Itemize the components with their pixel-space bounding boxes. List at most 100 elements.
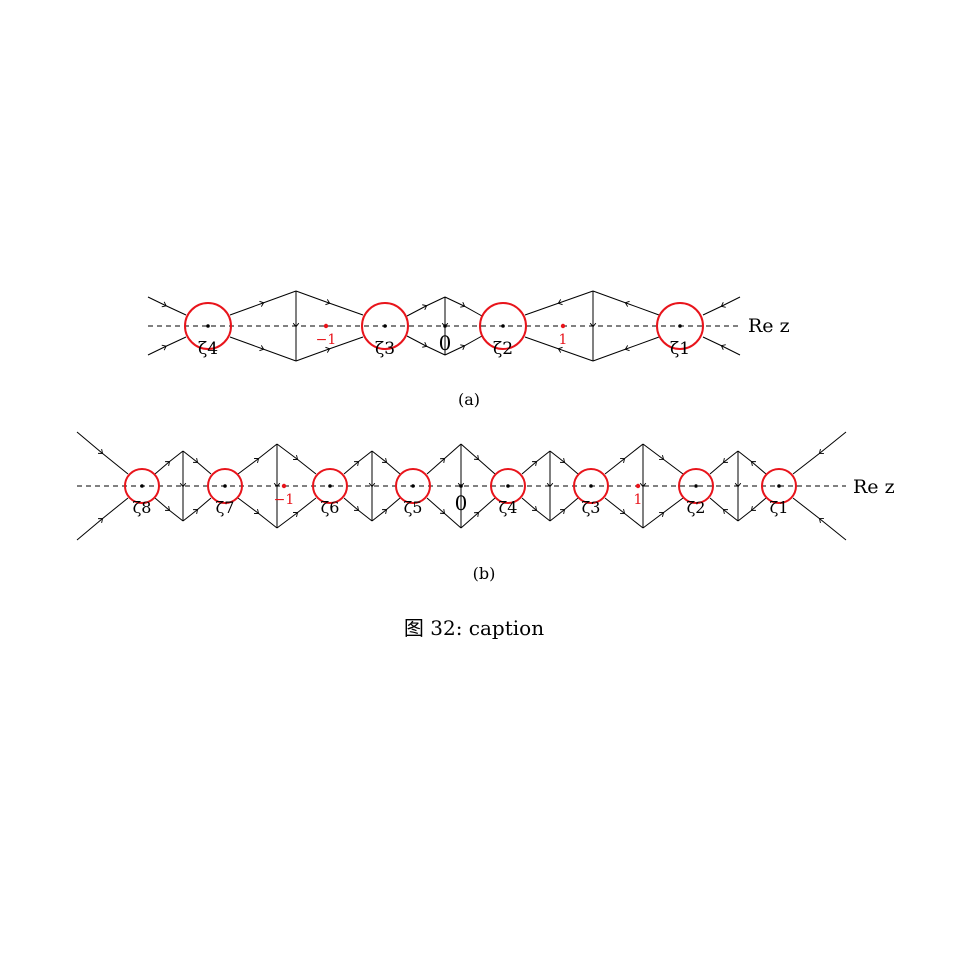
label-zeta6-b: ζ6: [321, 498, 340, 517]
seg-a-6d: [592, 336, 660, 362]
seg-a-6u: [592, 290, 660, 316]
point-zeta5-b: [411, 484, 415, 488]
figure-caption: 图 32: caption: [404, 616, 544, 640]
seg-b-6d: [371, 497, 401, 522]
circle-zeta4-b: [490, 468, 526, 504]
point-zeta3-b: [589, 484, 593, 488]
circle-zeta2-b: [678, 468, 714, 504]
point-zeta8-b: [140, 484, 144, 488]
label-origin-b: 0: [455, 491, 468, 515]
circle-zeta5-b: [395, 468, 431, 504]
seg-b-3u: [237, 443, 278, 475]
point-zeta3-a: [383, 324, 387, 328]
circle-zeta3-a: [361, 302, 409, 350]
seg-b-12u: [642, 443, 684, 475]
seg-a-5u: [524, 290, 594, 316]
seg-b-14d: [737, 497, 767, 522]
axis-label-b: Re z: [853, 476, 895, 498]
circle-zeta8-b: [124, 468, 160, 504]
seg-b-4u: [276, 443, 317, 475]
ray-lower-right-a: [702, 336, 741, 356]
point-zeta6-b: [328, 484, 332, 488]
seg-b-13d: [709, 497, 739, 522]
seg-b-4d: [276, 497, 317, 529]
contour-lines-a: [147, 290, 741, 362]
label-zeta3-b: ζ3: [582, 498, 601, 517]
label-minus1-a: −1: [316, 332, 337, 348]
point-plus1-b: [635, 483, 641, 489]
seg-b-10d: [549, 497, 579, 522]
ray-upper-left-a: [147, 296, 187, 316]
seg-b-8u: [460, 443, 496, 475]
point-plus1-a: [560, 323, 566, 329]
seg-b-5u: [343, 450, 373, 475]
label-zeta3-a: ζ3: [375, 339, 395, 359]
circle-zeta3-b: [573, 468, 609, 504]
label-zeta7-b: ζ7: [216, 498, 235, 517]
label-origin-a: 0: [439, 331, 452, 355]
point-zeta4-a: [206, 324, 210, 328]
diagram-b: ζ8 ζ7 ζ6 ζ5 ζ4 ζ3 ζ2 ζ1 0 −1 1 Re z (b): [76, 431, 895, 583]
point-zeta7-b: [223, 484, 227, 488]
ray-upper-left-b: [76, 431, 129, 475]
seg-b-7u: [426, 443, 462, 475]
label-zeta8-b: ζ8: [133, 498, 152, 517]
circle-zeta7-b: [207, 468, 243, 504]
seg-b-2u: [182, 450, 212, 475]
seg-b-7d: [426, 497, 462, 529]
seg-b-3d: [237, 497, 278, 529]
seg-b-2d: [182, 497, 212, 522]
seg-a-3d: [406, 335, 446, 356]
label-plus1-a: 1: [559, 332, 568, 348]
subcaption-a: (a): [458, 390, 480, 409]
point-origin-b: [459, 484, 463, 488]
seg-b-9d: [521, 497, 551, 522]
seg-a-3u: [406, 296, 446, 317]
seg-a-1d: [229, 336, 297, 362]
label-zeta4-b: ζ4: [499, 498, 518, 517]
ray-upper-right-b: [792, 431, 847, 475]
seg-a-2d: [295, 336, 364, 362]
label-minus1-b: −1: [274, 492, 295, 508]
ray-lower-left-a: [147, 336, 187, 356]
circle-zeta1-a: [656, 302, 704, 350]
seg-b-9u: [521, 450, 551, 475]
seg-a-4u: [444, 296, 483, 317]
diagram-a: ζ4 ζ3 ζ2 ζ1 0 −1 1 Re z (a): [147, 290, 790, 409]
seg-b-14u: [737, 450, 767, 475]
label-zeta1-a: ζ1: [670, 339, 690, 359]
point-zeta1-a: [678, 324, 682, 328]
seg-a-1u: [229, 290, 297, 316]
point-zeta4-b: [506, 484, 510, 488]
ray-lower-left-b: [76, 497, 129, 541]
ray-upper-right-a: [702, 296, 741, 316]
ray-lower-right-b: [792, 497, 847, 541]
point-zeta2-a: [501, 324, 505, 328]
label-zeta2-b: ζ2: [687, 498, 706, 517]
axis-label-a: Re z: [748, 315, 790, 337]
circle-zeta2-a: [479, 302, 527, 350]
seg-a-2u: [295, 290, 364, 316]
seg-b-12d: [642, 497, 684, 529]
point-origin-a: [443, 324, 447, 328]
label-zeta2-a: ζ2: [493, 339, 513, 359]
label-zeta1-b: ζ1: [770, 498, 789, 517]
seg-b-1u: [154, 450, 184, 475]
label-zeta4-a: ζ4: [198, 339, 218, 359]
point-minus1-a: [323, 323, 329, 329]
label-plus1-b: 1: [634, 492, 643, 508]
seg-b-10u: [549, 450, 579, 475]
seg-b-6u: [371, 450, 401, 475]
label-zeta5-b: ζ5: [404, 498, 423, 517]
subcaption-b: (b): [473, 564, 496, 583]
seg-b-5d: [343, 497, 373, 522]
point-zeta1-b: [777, 484, 781, 488]
seg-a-4d: [444, 335, 483, 356]
seg-b-11d: [604, 497, 644, 529]
seg-a-5d: [524, 336, 594, 362]
point-minus1-b: [281, 483, 287, 489]
point-zeta2-b: [694, 484, 698, 488]
seg-b-1d: [154, 497, 184, 522]
circle-zeta4-a: [184, 302, 232, 350]
